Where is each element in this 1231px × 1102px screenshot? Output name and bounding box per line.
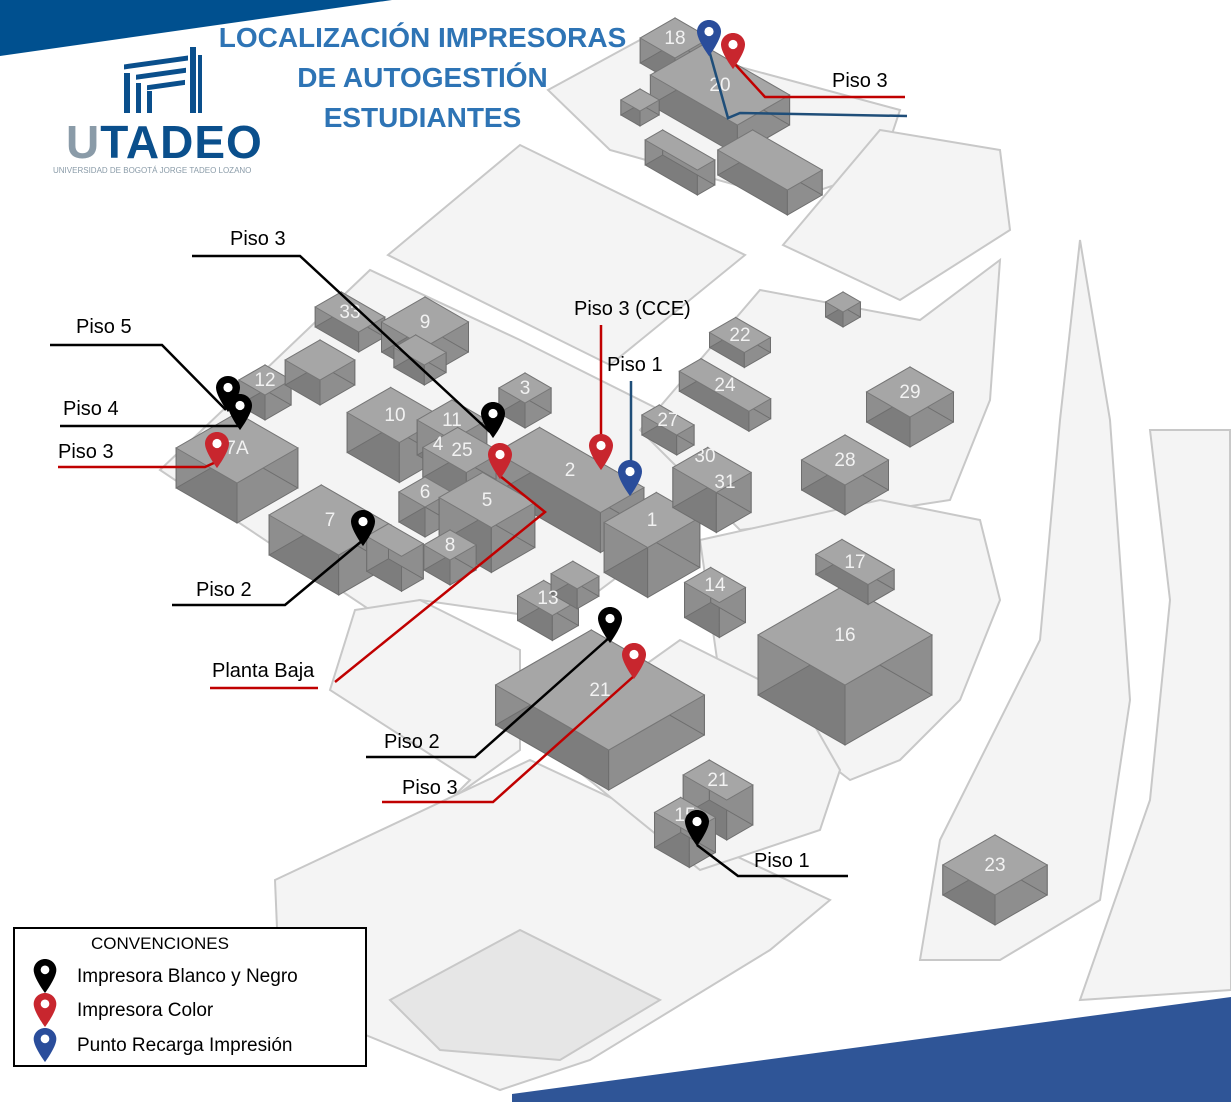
logo-emblem-icon [124,47,202,113]
building-block [756,584,934,746]
title-line-1: LOCALIZACIÓN IMPRESORAS [218,22,627,53]
building-number: 3 [520,378,531,399]
callout-label: Piso 1 [607,354,663,376]
callout-label: Piso 2 [196,579,252,601]
building-number: 2 [565,460,576,481]
building-number: 24 [714,375,736,396]
page-title: LOCALIZACIÓN IMPRESORAS DE AUTOGESTIÓN E… [200,18,645,138]
legend: CONVENCIONES Impresora Blanco y Negro Im… [13,927,367,1067]
map-pin-black-icon [33,959,57,993]
logo-tadeo: TADEO [100,116,263,168]
building-block [550,560,600,610]
building-block [865,366,955,448]
building-number: 30 [694,446,715,467]
title-line-3: ESTUDIANTES [323,102,522,133]
building-number: 6 [420,482,431,503]
building-number: 27 [657,410,678,431]
building-block [284,339,356,406]
building-number: 1 [647,510,658,531]
callout-label: Piso 3 (CCE) [574,298,691,320]
building-block [708,316,772,369]
building-block [365,522,425,593]
building-block [824,291,862,328]
map-pin-blue-icon [33,1028,57,1062]
building-number: 13 [537,588,558,609]
leader-line-15-bw [696,844,848,878]
building-number: 33 [339,302,360,323]
building-block [392,334,448,386]
legend-item-color: Impresora Color [77,1000,214,1021]
building-block [941,834,1049,926]
building-number: 17 [844,552,865,573]
building-block [495,426,645,554]
legend-item-bw: Impresora Blanco y Negro [77,966,298,987]
leader-line-7-bw [172,539,364,607]
building-block [494,629,706,791]
leader-line-21-bw [366,636,611,759]
callout-label: Piso 3 [58,441,114,463]
callout-label: Piso 3 [832,70,888,92]
building-number: 14 [704,575,726,596]
title-line-2: DE AUTOGESTIÓN [297,62,548,93]
callout-label: Piso 3 [402,777,458,799]
building-block [422,529,478,586]
building-number: 11 [442,410,462,431]
callout-label: Piso 2 [384,731,440,753]
callout-label: Piso 3 [230,228,286,250]
building-block [516,579,580,642]
building-block [814,538,896,606]
map-pin-red-icon [33,993,57,1027]
building-block [683,566,747,639]
building-block [800,434,890,516]
building-number: 5 [482,490,493,511]
building-number: 21 [707,770,728,791]
building-number: 23 [984,855,1005,876]
building-number: 25 [451,440,472,461]
top-left-banner [0,0,392,56]
building-block [175,412,299,524]
leader-line-7a-p3 [58,460,217,469]
building-block [497,372,553,429]
building-block [644,129,716,196]
leader-line-18-color [732,61,905,99]
logo-wordmark: UTADEO [66,115,263,169]
building-number: 7A [225,438,249,459]
building-block [640,404,696,456]
legend-title: CONVENCIONES [91,934,229,953]
building-number: 7 [325,510,336,531]
leader-line-21-color [382,675,635,804]
logo-subtitle: UNIVERSIDAD DE BOGOTÁ JORGE TADEO LOZANO [53,166,252,175]
building-block [671,446,753,534]
building-number: 29 [899,382,920,403]
building-number: 12 [254,370,275,391]
leader-line-5-color [334,475,547,683]
callout-label: Piso 5 [76,316,132,338]
building-number: 28 [834,450,855,471]
building-block [678,357,772,433]
logo-u: U [66,116,101,168]
callout-label: Planta Baja [212,660,315,682]
legend-item-recharge: Punto Recarga Impresión [77,1035,293,1056]
building-number: 18 [664,28,685,49]
building-block [716,129,824,216]
callout-label: Piso 4 [63,398,119,420]
bottom-right-banner [512,997,1231,1102]
building-number: 10 [384,405,405,426]
building-number: 9 [420,312,431,333]
building-number: 8 [445,535,456,556]
building-number: 16 [834,625,855,646]
building-block [619,88,661,127]
leader-line-4-bw [192,254,491,433]
building-number: 31 [714,472,735,493]
leader-line-18-recharge [707,49,908,120]
building-number: 21 [589,680,610,701]
building-number: 4 [433,434,444,455]
building-number: 22 [729,325,750,346]
callout-label: Piso 1 [754,850,810,872]
leader-line-7a-p5 [50,343,227,411]
